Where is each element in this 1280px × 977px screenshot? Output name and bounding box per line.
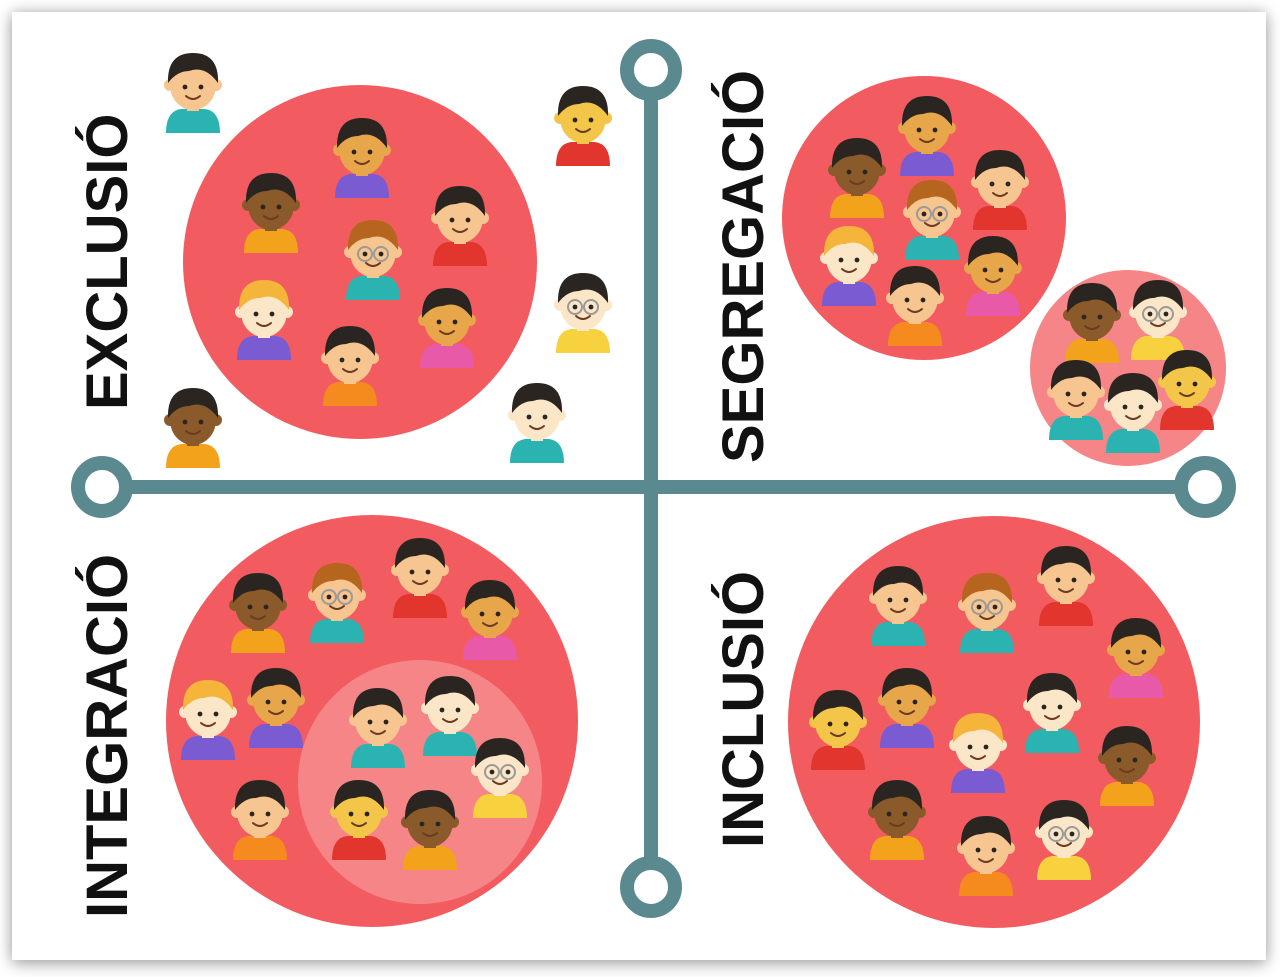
child-avatar [964, 236, 1022, 316]
child-avatar [809, 690, 867, 770]
child-avatar [1023, 673, 1081, 753]
child-avatar [421, 676, 479, 756]
child-avatar [1129, 280, 1187, 360]
label-inclusion: INCLUSIÓ [711, 571, 776, 848]
child-avatar [461, 580, 519, 660]
child-avatar [1107, 618, 1165, 698]
axis-end-bottom [620, 856, 682, 918]
child-avatar [957, 816, 1015, 896]
child-avatar [401, 790, 459, 870]
child-avatar [333, 118, 391, 198]
child-avatar [554, 273, 612, 353]
label-integration: INTEGRACIÓ [75, 554, 140, 918]
axis-end-left [71, 456, 133, 518]
child-avatar [554, 86, 612, 166]
child-avatar [868, 780, 926, 860]
child-avatar [1035, 800, 1093, 880]
child-avatar [1104, 373, 1162, 453]
axis-end-right [1174, 456, 1236, 518]
label-exclusion: EXCLUSIÓ [75, 114, 140, 411]
child-avatar [828, 138, 886, 218]
child-avatar [508, 383, 566, 463]
child-avatar [820, 226, 878, 306]
child-avatar [231, 780, 289, 860]
child-avatar [1158, 350, 1216, 430]
child-avatar [949, 713, 1007, 793]
child-avatar [903, 180, 961, 260]
child-avatar [971, 150, 1029, 230]
child-avatar [330, 780, 388, 860]
child-avatar [321, 326, 379, 406]
child-avatar [471, 738, 529, 818]
child-avatar [898, 96, 956, 176]
child-avatar [958, 573, 1016, 653]
child-avatar [391, 538, 449, 618]
child-avatar [1037, 546, 1095, 626]
child-avatar [164, 388, 222, 468]
child-avatar [878, 668, 936, 748]
child-avatar [164, 53, 222, 133]
child-avatar [1063, 283, 1121, 363]
child-avatar [418, 288, 476, 368]
child-avatar [242, 173, 300, 253]
child-avatar [886, 266, 944, 346]
child-avatar [1047, 360, 1105, 440]
child-avatar [349, 688, 407, 768]
child-avatar [179, 680, 237, 760]
child-avatar [247, 668, 305, 748]
axes [71, 39, 1236, 918]
axis-end-top [620, 39, 682, 101]
child-avatar [235, 280, 293, 360]
children-avatars [164, 53, 1216, 896]
child-avatar [344, 220, 402, 300]
child-avatar [1098, 726, 1156, 806]
label-segregation: SEGREGACIÓ [711, 70, 776, 463]
child-avatar [229, 573, 287, 653]
child-avatar [869, 566, 927, 646]
child-avatar [431, 186, 489, 266]
child-avatar [308, 563, 366, 643]
